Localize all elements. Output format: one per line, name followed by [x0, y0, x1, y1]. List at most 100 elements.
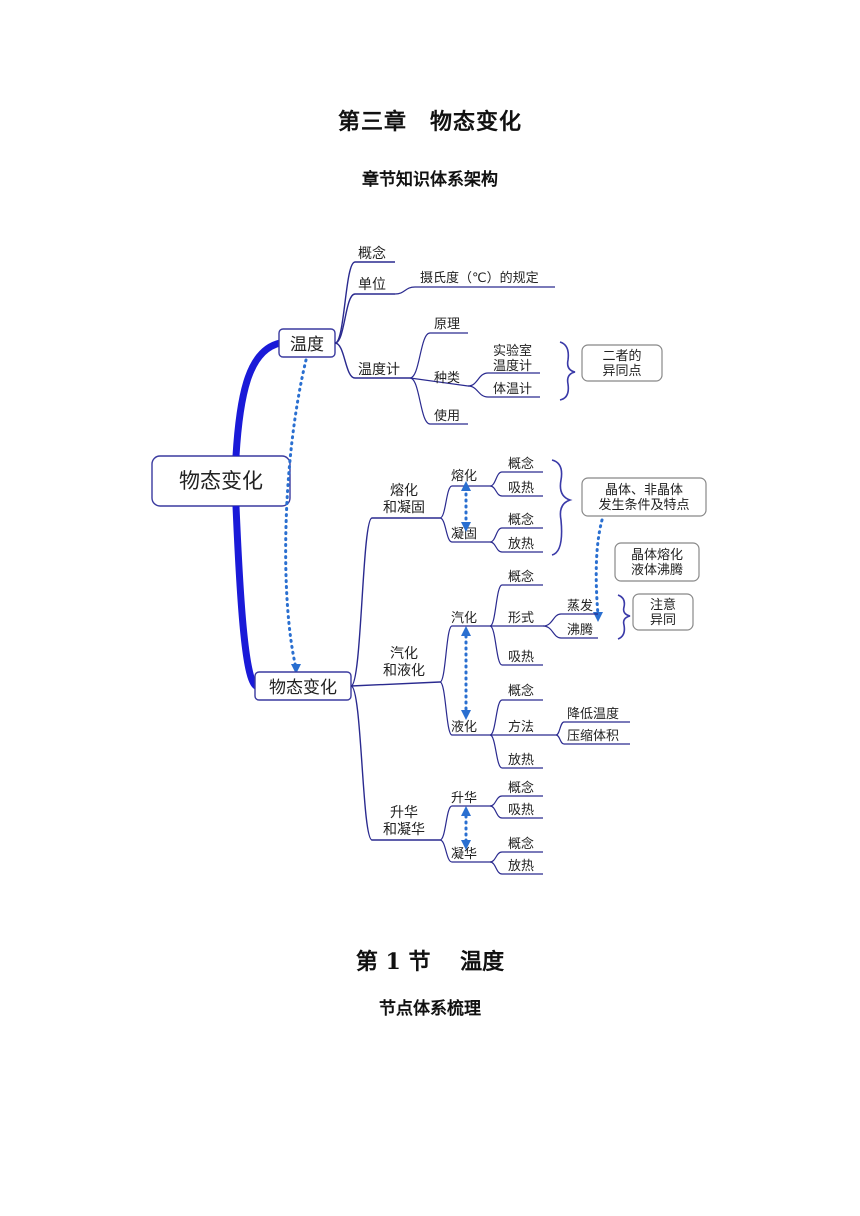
note-line2: 异同	[650, 613, 676, 628]
temp-concept: 概念	[358, 245, 386, 262]
compress-link	[555, 734, 630, 745]
deposit-link	[439, 839, 490, 863]
arrow-down-icon-3	[461, 710, 471, 720]
compare-line1: 二者的	[602, 348, 641, 364]
melting-absorb-link	[489, 485, 543, 497]
temperature-label: 温度	[290, 335, 324, 355]
root-to-temperature-link	[232, 339, 282, 457]
solidify-link	[439, 517, 490, 543]
unit-detail-link	[394, 286, 555, 295]
evaporation: 蒸发	[567, 598, 593, 614]
solidify-release-link	[489, 541, 543, 553]
melting: 熔化	[451, 469, 477, 484]
vaporize: 汽化	[451, 611, 477, 626]
arrow-down-icon	[461, 522, 471, 532]
types-link	[409, 377, 469, 387]
compare-box	[581, 344, 663, 382]
section-subtitle: 节点体系梳理	[379, 999, 481, 1019]
melting-concept-link	[489, 471, 543, 487]
lab-link	[467, 372, 540, 387]
lab-line2: 温度计	[493, 358, 532, 374]
temp-phase-dotted-link	[284, 358, 308, 670]
clinical: 体温计	[493, 382, 532, 397]
vapor-group-line1: 汽化	[390, 646, 418, 662]
vaporize-concept: 概念	[508, 569, 534, 585]
brace-compare	[559, 341, 576, 401]
compress: 压缩体积	[567, 728, 619, 744]
arrow-icon	[291, 664, 301, 674]
solidify: 凝固	[451, 526, 477, 542]
types: 种类	[434, 371, 460, 386]
melting-group-line1: 熔化	[390, 483, 418, 499]
lab-line1: 实验室	[493, 343, 532, 359]
crystal-boiling-dotted-link	[594, 518, 604, 617]
liquefy-release: 放热	[508, 753, 534, 768]
principle-link	[409, 332, 468, 379]
vaporize-concept-link	[489, 584, 543, 627]
phase-change-label: 物态变化	[269, 678, 337, 698]
lower-temp: 降低温度	[567, 706, 619, 722]
temp-concept-branch	[334, 261, 395, 344]
usage: 使用	[434, 408, 460, 424]
melting-group-line2: 和凝固	[383, 500, 425, 516]
arrow-up-icon-2	[461, 626, 471, 636]
vaporize-absorb-link	[489, 625, 543, 666]
compare2-line2: 液体沸腾	[631, 562, 683, 578]
brace-crystal	[551, 459, 573, 556]
sublime-group-line2: 和凝华	[383, 822, 425, 838]
arrow-down-icon-4	[461, 840, 471, 850]
sublime-concept-link	[489, 795, 543, 807]
liquefy-concept: 概念	[508, 683, 534, 699]
sublime-group-branch	[350, 685, 440, 841]
liquefy-link	[439, 681, 490, 736]
melting-absorb: 吸热	[508, 481, 534, 496]
crystal-line1: 晶体、非晶体	[605, 483, 683, 498]
boiling-link	[542, 625, 598, 639]
usage-link	[409, 377, 468, 425]
deposit-concept: 概念	[508, 836, 534, 852]
vapor-group-branch	[350, 681, 441, 687]
root-to-phase-link	[232, 505, 259, 690]
sublime-absorb: 吸热	[508, 803, 534, 818]
chapter-title: 第三章 物态变化	[337, 109, 522, 135]
temp-unit: 单位	[358, 277, 386, 293]
brace-note	[617, 594, 631, 640]
liquefy-release-link	[489, 734, 543, 769]
boiling: 沸腾	[567, 622, 593, 638]
sublime: 升华	[451, 791, 477, 806]
arrow-up-icon	[461, 481, 471, 491]
note-line1: 注意	[650, 597, 676, 613]
clinical-link	[467, 385, 540, 398]
compare2-box	[614, 542, 700, 582]
note-box	[632, 593, 694, 631]
unit-detail: 摄氏度（℃）的规定	[420, 270, 539, 286]
sublime-group-line1: 升华	[390, 805, 418, 821]
section-title: 第 1 节 温度	[355, 949, 505, 975]
arrow-up-icon-3	[461, 806, 471, 816]
evaporation-link	[542, 613, 598, 627]
deposit-release: 放热	[508, 859, 534, 874]
liquefy: 液化	[451, 720, 477, 735]
vaporize-link	[439, 625, 490, 683]
root-node	[151, 455, 291, 507]
temp-unit-branch	[334, 293, 395, 344]
deposit: 凝华	[451, 846, 477, 862]
melting-link	[439, 485, 490, 519]
crystal-line2: 发生条件及特点	[598, 497, 689, 513]
sublime-concept: 概念	[508, 780, 534, 796]
compare-line2: 异同点	[602, 364, 641, 379]
chapter-subtitle: 章节知识体系架构	[362, 170, 498, 190]
liquefy-methods: 方法	[508, 719, 534, 735]
liquefy-concept-link	[489, 699, 543, 736]
deposit-concept-link	[489, 851, 543, 863]
principle: 原理	[434, 317, 460, 332]
solidify-release: 放热	[508, 537, 534, 552]
thermometer-branch	[334, 342, 410, 379]
mind-map-diagram: 物态变化 温度 概念 单位 摄氏度（℃）的规定 温度计 原理 种类 使用 实验室…	[151, 245, 707, 875]
vaporize-absorb: 吸热	[508, 650, 534, 665]
solidify-concept: 概念	[508, 512, 534, 528]
melting-concept: 概念	[508, 456, 534, 472]
sublime-absorb-link	[489, 805, 543, 819]
thermometer-label: 温度计	[358, 362, 400, 378]
crystal-box	[581, 477, 707, 517]
